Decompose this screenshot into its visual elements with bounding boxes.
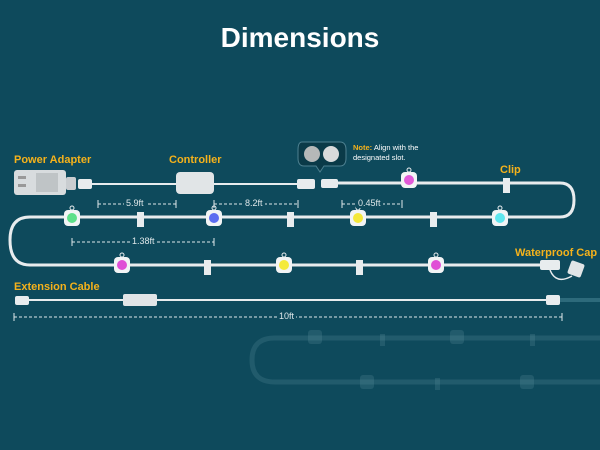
extension-coupler-icon (123, 294, 157, 306)
waterproof-cap-icon (540, 260, 585, 281)
power-adapter-label: Power Adapter (14, 154, 92, 166)
clip-icon (356, 260, 363, 275)
controller-icon (176, 172, 214, 194)
dimension-1-38ft: 1.38ft (130, 236, 157, 246)
faded-strand-decoration (249, 335, 600, 385)
light-bulb-icon (64, 205, 80, 226)
extension-connector-icon (15, 296, 29, 305)
clip-icon (503, 178, 510, 193)
dimension-10ft: 10ft (277, 311, 297, 321)
light-bulb-icon (492, 205, 508, 226)
note-line2: designated slot. (353, 153, 406, 162)
extension-cable-label: Extension Cable (14, 281, 100, 293)
clip-icon (287, 212, 294, 227)
dimension-5-9ft: 5.9ft (124, 198, 146, 208)
light-bulb-icon (428, 252, 444, 273)
note-text: Note: Align with the designated slot. (353, 143, 418, 163)
light-bulb-icon (401, 167, 417, 188)
adapter-connector-icon (78, 179, 92, 189)
note-bubble (297, 141, 347, 173)
waterproof-cap-label: Waterproof Cap (515, 247, 598, 259)
clip-icon (430, 212, 437, 227)
clip-icon (137, 212, 144, 227)
light-bulb-icon (206, 205, 222, 226)
light-bulb-icon (276, 252, 292, 273)
light-bulb-icon (350, 205, 366, 226)
controller-label: Controller (169, 154, 222, 166)
light-strand-cable (8, 181, 576, 267)
note-line1: Align with the (373, 143, 419, 152)
controller-connector-icon (297, 179, 315, 189)
dimension-0-45ft: 0.45ft (356, 198, 383, 208)
strand-connector-icon (321, 179, 338, 188)
power-adapter-icon (14, 170, 76, 195)
note-prefix: Note: (353, 143, 373, 152)
connector-socket-icon (304, 146, 320, 162)
clip-label: Clip (500, 164, 521, 176)
connector-plug-icon (323, 146, 339, 162)
page-title: Dimensions (220, 22, 380, 53)
clip-icon (204, 260, 211, 275)
dimension-8-2ft: 8.2ft (243, 198, 265, 208)
light-bulb-icon (114, 252, 130, 273)
